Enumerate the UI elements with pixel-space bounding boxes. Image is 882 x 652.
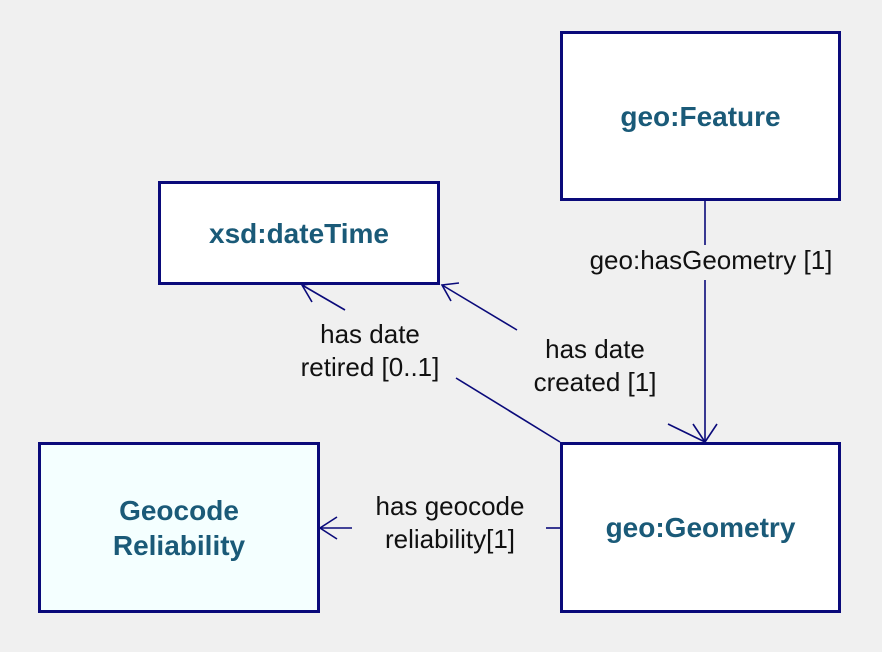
edge-date-retired-upper xyxy=(301,284,346,311)
node-xsd-datetime[interactable]: xsd:dateTime xyxy=(158,181,440,285)
edge-label-geocode-reliability: has geocode reliability[1] xyxy=(350,490,550,556)
edge-label-date-retired: has date retired [0..1] xyxy=(280,318,460,384)
node-geocode-reliability[interactable]: Geocode Reliability xyxy=(38,442,320,613)
edge-label-geocode-reliability-line2: reliability[1] xyxy=(384,524,516,555)
node-geo-feature[interactable]: geo:Feature xyxy=(560,31,841,201)
node-geo-geometry-label: geo:Geometry xyxy=(605,512,796,543)
node-geocode-reliability-line1: Geocode xyxy=(119,494,239,526)
edge-date-retired xyxy=(455,377,561,443)
node-geocode-reliability-line2: Reliability xyxy=(112,529,246,561)
edge-label-has-geometry: geo:hasGeometry [1] xyxy=(556,244,866,277)
node-geocode-reliability-text: Geocode Reliability xyxy=(113,493,245,563)
edge-label-geocode-reliability-line1: has geocode xyxy=(375,491,525,521)
edge-label-date-retired-line2: retired [0..1] xyxy=(300,352,440,383)
edge-date-created-upper xyxy=(441,284,518,331)
edge-label-date-retired-line1: has date xyxy=(320,319,420,349)
edge-label-date-created-line1: has date xyxy=(545,334,645,364)
node-xsd-datetime-label: xsd:dateTime xyxy=(209,217,389,249)
edge-date-created xyxy=(667,423,706,443)
node-geo-geometry[interactable]: geo:Geometry xyxy=(560,442,841,613)
edge-label-has-geometry-text: geo:hasGeometry [1] xyxy=(589,245,833,275)
node-geo-feature-label: geo:Feature xyxy=(620,100,781,132)
edge-label-date-created-line2: created [1] xyxy=(533,367,657,398)
arrowhead-date-created xyxy=(440,282,460,302)
arrowhead-geocode-reliability xyxy=(318,516,338,540)
edge-label-date-created: has date created [1] xyxy=(510,333,680,399)
